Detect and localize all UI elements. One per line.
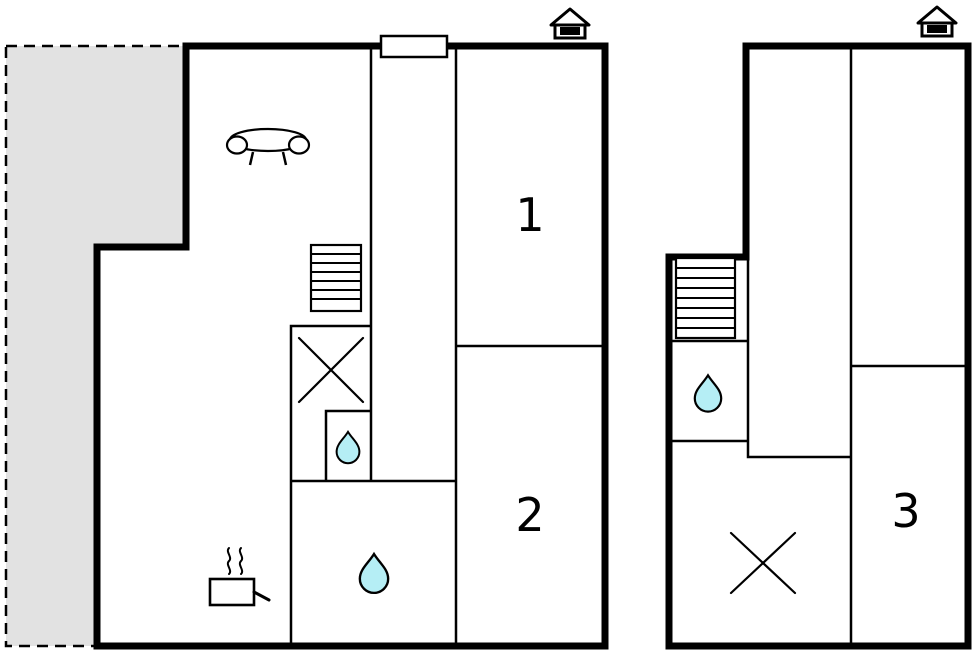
- right-plan-outer-wall: [665, 42, 972, 650]
- sofa-legs: [248, 151, 288, 166]
- shower-cross-icon: [729, 531, 797, 595]
- room-2-label: 2: [515, 488, 544, 542]
- room-1-label: 1: [515, 188, 544, 242]
- stairs-icon: [674, 256, 737, 340]
- pot-body: [208, 577, 256, 607]
- sofa-arm-right: [287, 135, 311, 155]
- stairs-treads: [676, 267, 735, 329]
- house-entrance-icon: [916, 5, 958, 38]
- stairs-treads: [311, 253, 361, 300]
- right-plan-interior-walls: [667, 44, 970, 648]
- sofa-icon: [225, 127, 311, 166]
- shower-cross-icon: [297, 336, 365, 404]
- left-plan-outer-wall: [93, 42, 609, 650]
- left-plan-interior-walls: [289, 44, 607, 648]
- sofa-arm-left: [225, 135, 249, 155]
- stairs-icon: [309, 243, 363, 313]
- house-entrance-icon: [549, 7, 591, 40]
- pot-steam-icon: [208, 547, 271, 607]
- pot-handle: [252, 590, 271, 602]
- left-plan: 1 2: [4, 7, 609, 650]
- right-plan: 3: [665, 5, 972, 650]
- window-icon: [379, 34, 449, 59]
- room-3-label: 3: [891, 484, 920, 538]
- steam-line: [238, 547, 244, 575]
- steam-line: [226, 547, 232, 575]
